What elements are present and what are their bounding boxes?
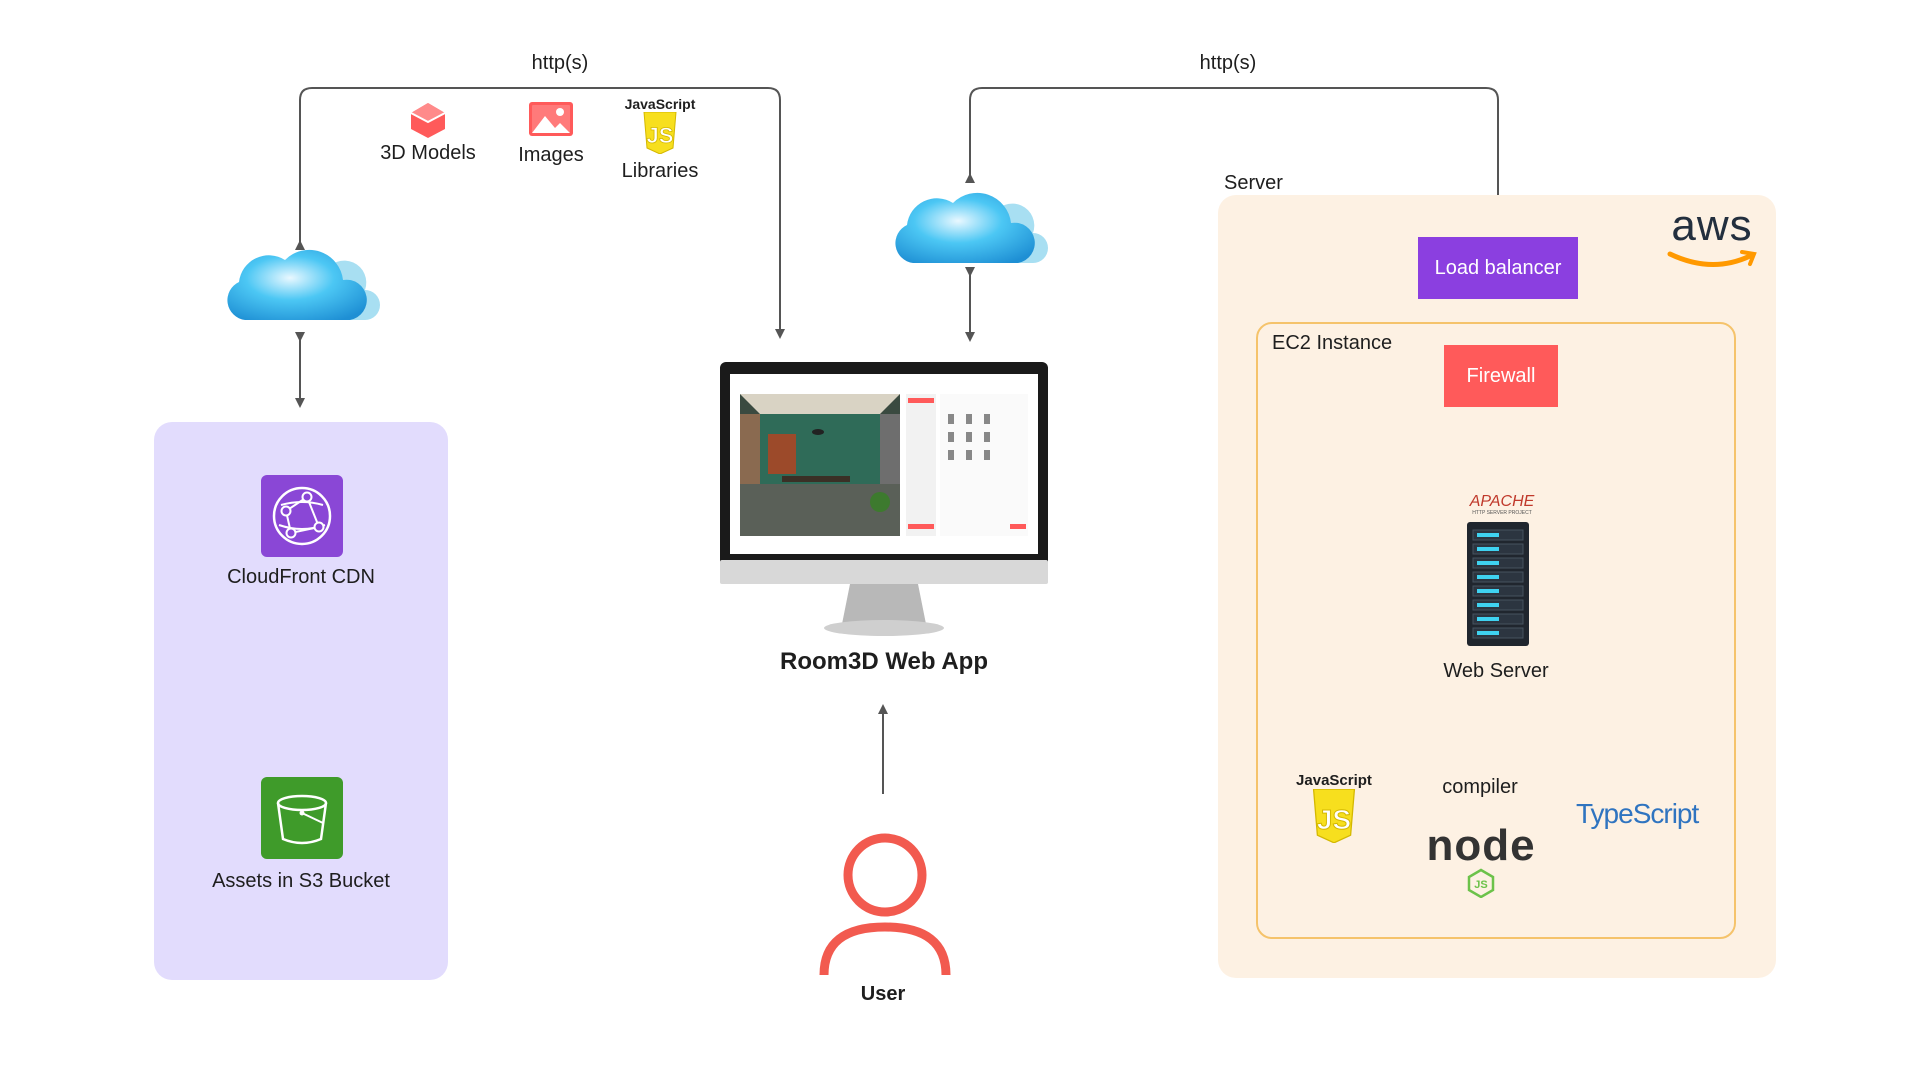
cloudfront-label: CloudFront CDN xyxy=(227,566,375,588)
s3-bucket-icon xyxy=(261,777,343,859)
apache-logo-subtext: HTTP SERVER PROJECT xyxy=(1472,510,1532,516)
monitor-icon xyxy=(720,362,1048,636)
image-icon xyxy=(529,102,573,136)
assets-images-label: Images xyxy=(518,144,584,166)
svg-text:JS: JS xyxy=(1474,879,1487,891)
user-icon xyxy=(819,833,951,976)
app-title: Room3D Web App xyxy=(780,648,988,675)
http-label-left: http(s) xyxy=(531,52,589,74)
javascript-word: JavaScript xyxy=(624,96,696,112)
s3-bucket-label: Assets in S3 Bucket xyxy=(212,870,390,892)
assets-3d-models-label: 3D Models xyxy=(380,142,476,164)
nodejs-logo-text: node xyxy=(1426,821,1536,870)
nodejs-hex-icon: JS xyxy=(1467,868,1495,898)
http-label-right: http(s) xyxy=(1199,52,1257,74)
app-cloud-icon xyxy=(895,192,1048,263)
http-link-left xyxy=(295,87,785,339)
aws-smile-icon xyxy=(1667,250,1757,267)
ec2-instance-box xyxy=(1256,322,1736,939)
apache-logo-text: APACHE xyxy=(1469,493,1535,510)
compiler-label: compiler xyxy=(1442,776,1518,798)
aws-logo-text: aws xyxy=(1671,201,1753,250)
server-label: Server xyxy=(1224,172,1283,194)
web-server-label: Web Server xyxy=(1443,660,1549,682)
firewall-box: Firewall xyxy=(1444,345,1558,407)
nodejs-logo: node JS xyxy=(1416,824,1546,898)
http-link-right xyxy=(965,87,1503,222)
server-js-badge: JavaScript JS xyxy=(1289,772,1379,843)
ec2-instance-label: EC2 Instance xyxy=(1272,332,1393,354)
server-javascript-shield-icon: JS xyxy=(1312,789,1356,843)
svg-text:JS: JS xyxy=(1317,804,1351,835)
cloudfront-icon xyxy=(261,475,343,557)
javascript-shield-icon: JS xyxy=(643,112,677,154)
aws-logo: aws xyxy=(1660,204,1764,270)
cdn-cloud-icon xyxy=(227,249,380,320)
server-rack-icon xyxy=(1467,522,1529,646)
user-label: User xyxy=(860,983,906,1005)
typescript-logo: TypeScript xyxy=(1576,798,1699,829)
load-balancer-box: Load balancer xyxy=(1418,237,1578,299)
3d-model-icon xyxy=(410,103,446,138)
svg-text:JS: JS xyxy=(647,123,674,148)
assets-libraries-label: Libraries xyxy=(621,160,699,182)
server-javascript-word: JavaScript xyxy=(1296,772,1372,789)
apache-logo: APACHE HTTP SERVER PROJECT xyxy=(1462,493,1542,517)
js-libraries-badge: JavaScript JS xyxy=(620,96,700,154)
